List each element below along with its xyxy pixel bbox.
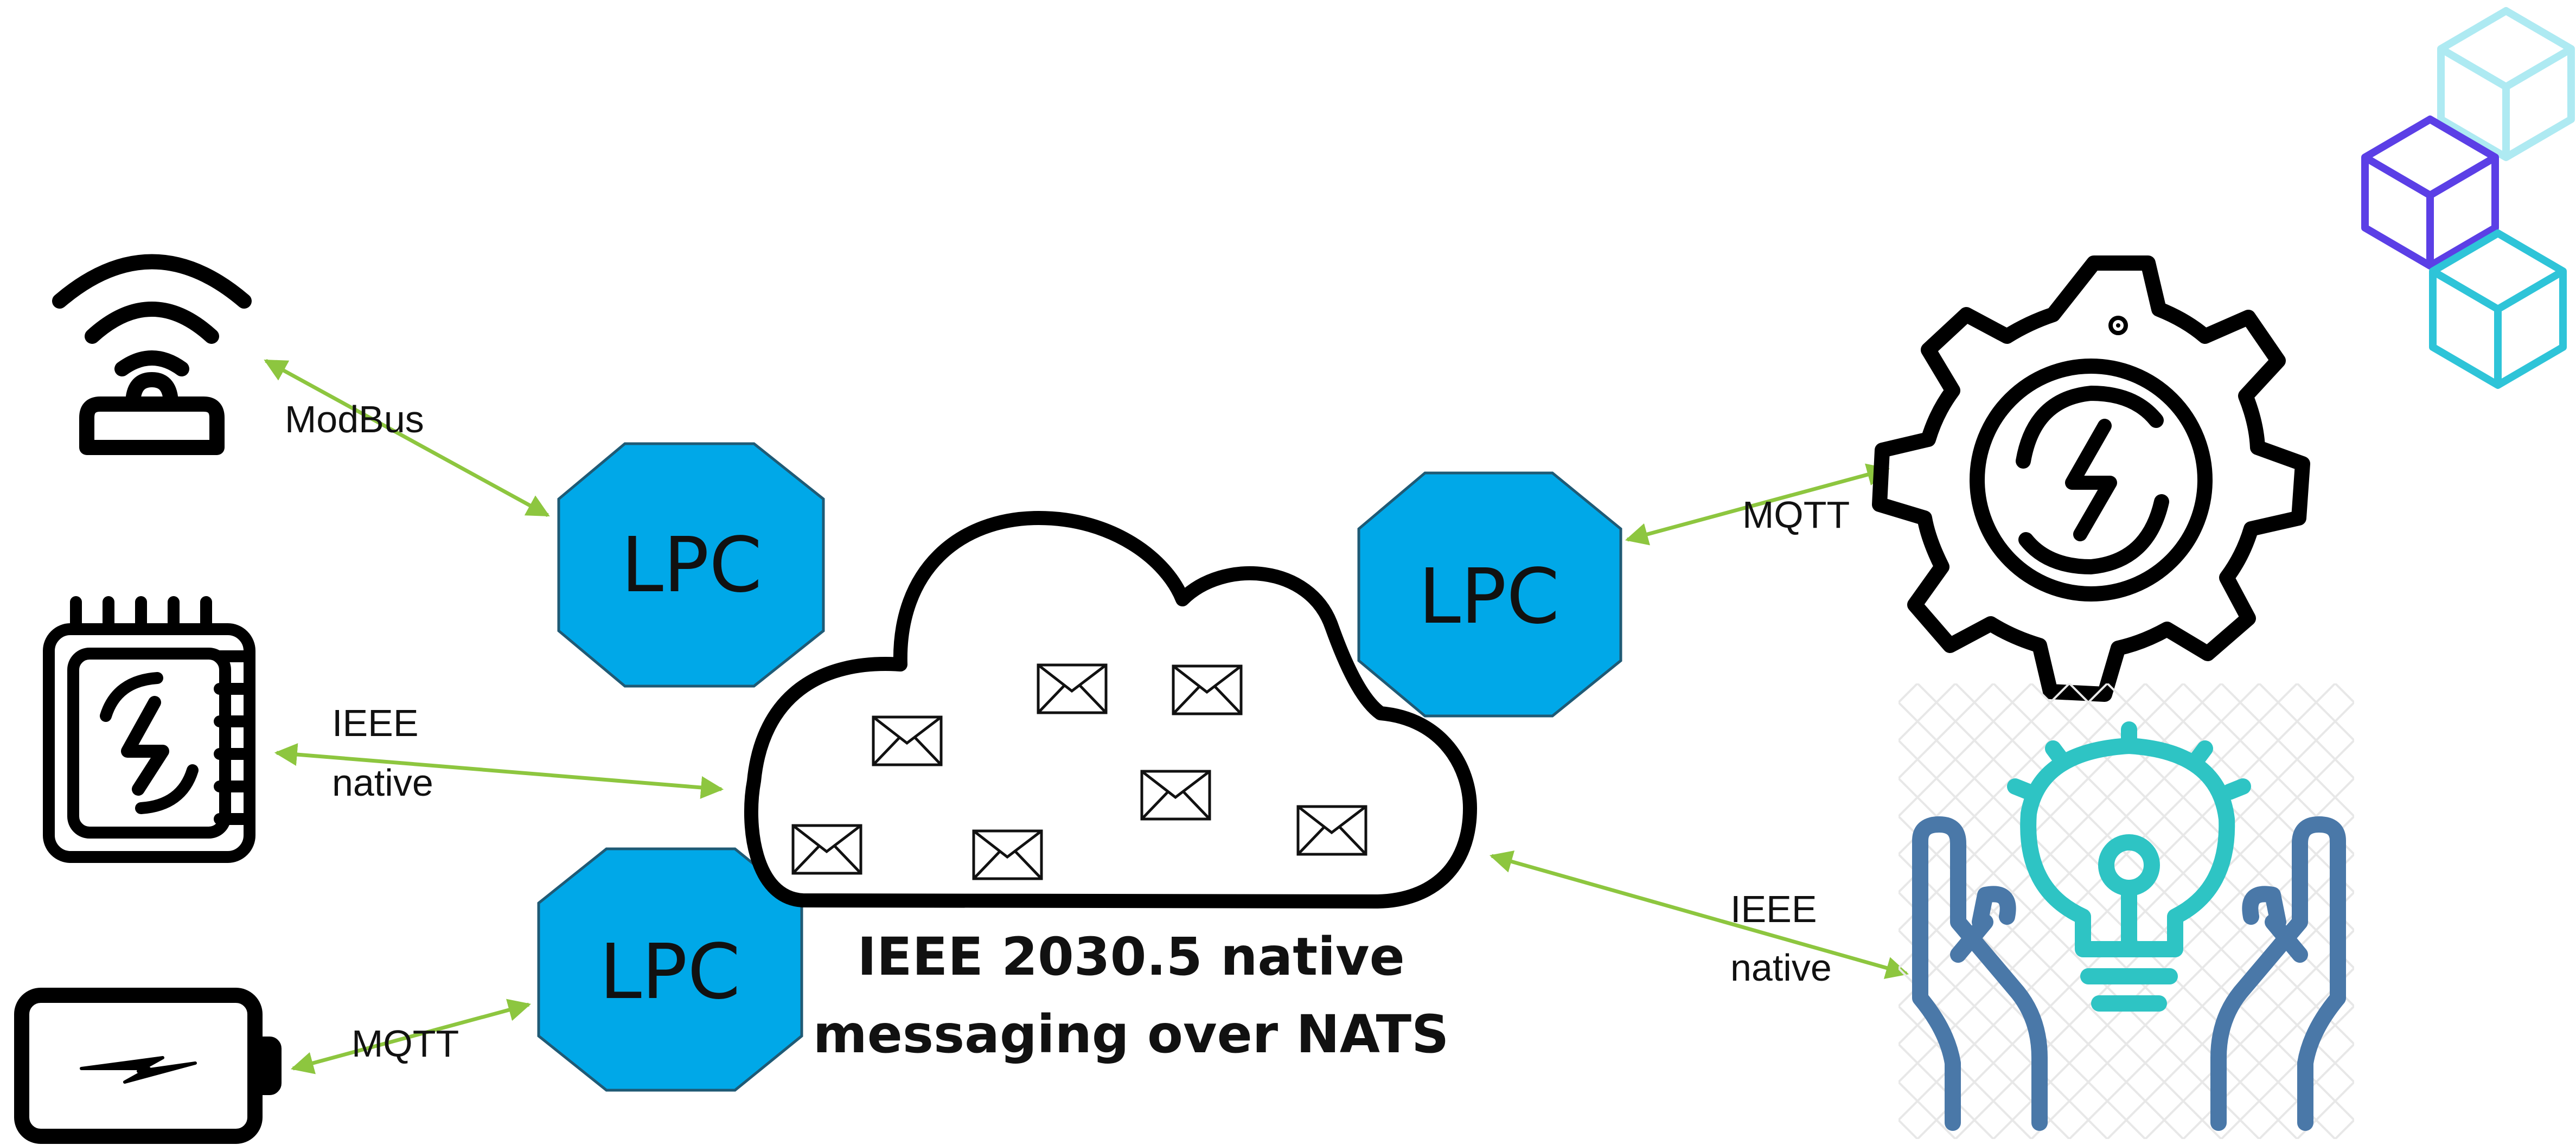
envelope-icon (1173, 666, 1241, 714)
energy-chip-icon (43, 596, 255, 863)
label-mqtt-right: MQTT (1742, 494, 1850, 536)
link-mqtt-bottom-left-line (290, 999, 532, 1074)
label-ieee-right-line2: native (1730, 946, 1832, 989)
envelope-icon (1142, 771, 1210, 819)
envelope-icon (1038, 665, 1106, 713)
lpc-node-bottom-left: LPC (537, 847, 803, 1092)
nats-cloud (744, 511, 1477, 909)
label-ieee-left-line2: native (332, 762, 433, 804)
lpc-label: LPC (621, 521, 762, 610)
lpc-node-right: LPC (1357, 471, 1622, 718)
gear-energy-sync-icon (1872, 255, 2310, 702)
link-ieee-native-right-line (1489, 850, 1909, 979)
connection-lines (264, 359, 1909, 1074)
envelope-icon (1298, 807, 1366, 854)
envelope-icon (974, 831, 1041, 879)
label-ieee-right-line1: IEEE (1730, 888, 1817, 930)
cubes-logo-icon (2361, 7, 2575, 389)
lpc-label: LPC (1418, 553, 1559, 641)
envelope-icon (793, 826, 861, 873)
lpc-label: LPC (599, 928, 740, 1016)
link-mqtt-right-line (1625, 463, 1890, 546)
hands-lightbulb-icon (1899, 683, 2354, 1139)
cloud-caption-line2: messaging over NATS (813, 1004, 1449, 1065)
battery-charging-icon (14, 988, 282, 1144)
link-ieee-native-left-line (274, 743, 724, 799)
cloud-shape (744, 511, 1477, 909)
cloud-caption-line1: IEEE 2030.5 native (857, 926, 1404, 987)
link-modbus-line (264, 359, 550, 517)
wireless-router-icon (52, 254, 252, 455)
lpc-node-top-left: LPC (557, 442, 825, 688)
envelope-icon (873, 717, 941, 765)
label-mqtt-bottom-left: MQTT (351, 1022, 459, 1065)
label-ieee-left-line1: IEEE (332, 702, 419, 744)
label-modbus: ModBus (285, 398, 424, 440)
